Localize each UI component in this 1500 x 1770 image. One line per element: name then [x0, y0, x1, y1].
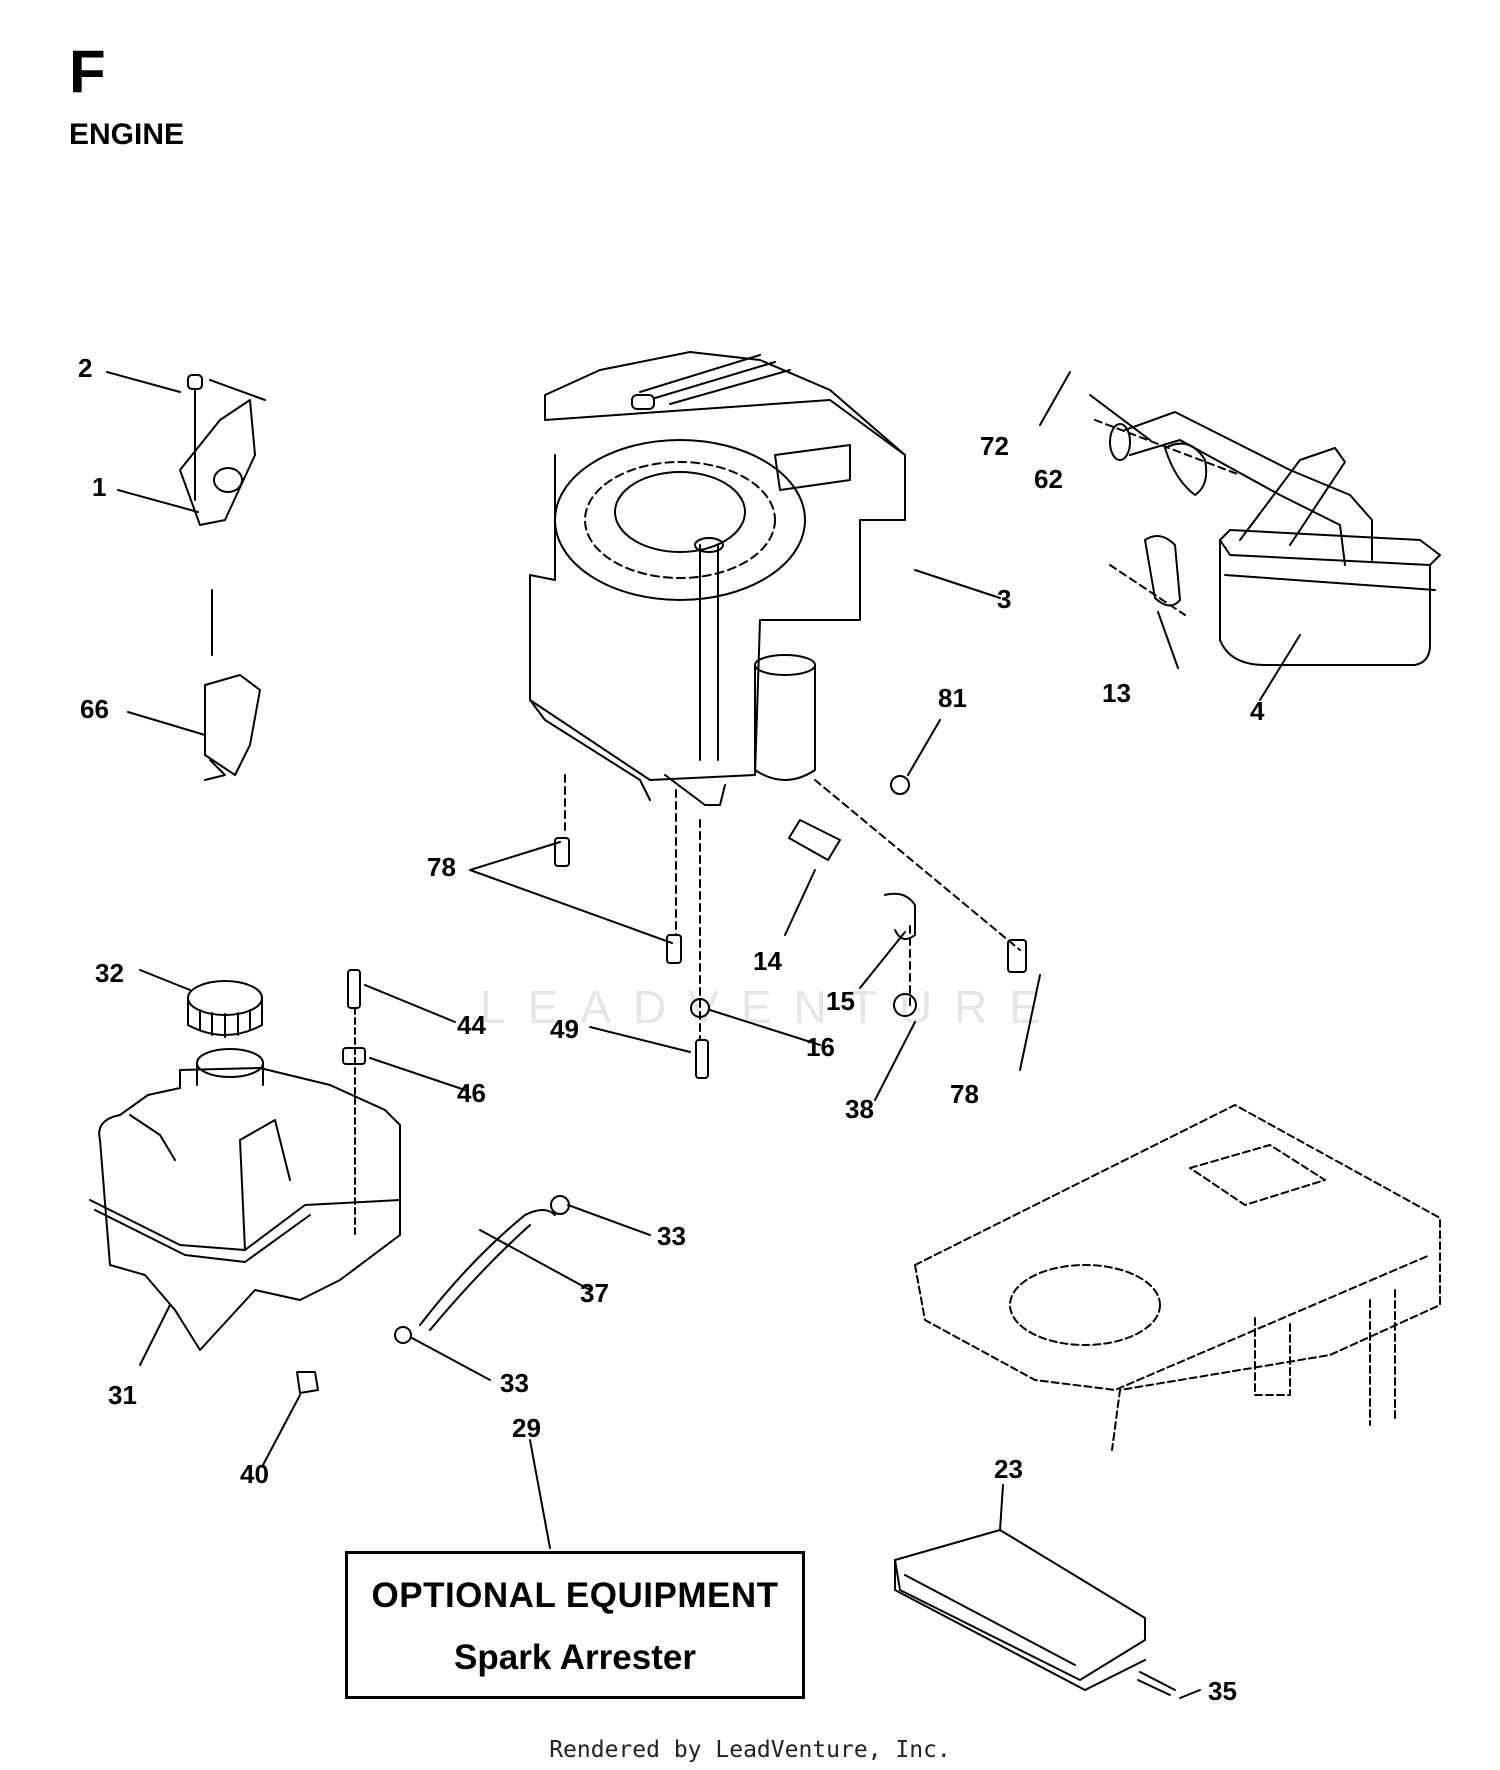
callout-13: 13	[1102, 678, 1131, 708]
callout-labels: 2 1 66 3 72 62 13 4 81 78 14 15 49 16 38…	[78, 353, 1265, 1706]
callout-46: 46	[457, 1078, 486, 1108]
callout-29: 29	[512, 1413, 541, 1443]
callout-44: 44	[457, 1010, 486, 1040]
gasket-part[interactable]	[1144, 442, 1208, 607]
leader-lines	[106, 371, 1301, 1699]
callout-49: 49	[550, 1014, 579, 1044]
callout-66: 66	[80, 694, 109, 724]
section-letter: F	[69, 38, 106, 105]
callout-40: 40	[240, 1459, 269, 1489]
callout-31: 31	[108, 1380, 137, 1410]
callout-1: 1	[92, 472, 106, 502]
callout-23: 23	[994, 1454, 1023, 1484]
frame-plate-part[interactable]	[914, 1104, 1441, 1451]
muffler-part[interactable]	[1109, 411, 1441, 666]
callout-35: 35	[1208, 1676, 1237, 1706]
callout-38: 38	[845, 1094, 874, 1124]
spark-arrester-part[interactable]	[894, 1529, 1146, 1691]
footer-credit: Rendered by LeadVenture, Inc.	[549, 1737, 951, 1763]
watermark-text: LEADVENTURE	[480, 981, 1062, 1033]
callout-62: 62	[1034, 464, 1063, 494]
callout-4: 4	[1250, 696, 1265, 726]
callout-33-top: 33	[657, 1221, 686, 1251]
callout-16: 16	[806, 1032, 835, 1062]
fuel-cap-part[interactable]	[187, 980, 263, 1038]
optional-equipment-item: Spark Arrester	[454, 1638, 696, 1677]
callout-3: 3	[997, 584, 1011, 614]
section-title: ENGINE	[69, 118, 185, 151]
fuel-tank-part[interactable]	[89, 1048, 401, 1351]
optional-equipment-heading: OPTIONAL EQUIPMENT	[371, 1576, 779, 1615]
callout-15: 15	[826, 986, 855, 1016]
callout-14: 14	[753, 946, 782, 976]
callout-2: 2	[78, 353, 92, 383]
callout-78-right: 78	[950, 1079, 979, 1109]
callout-78-left: 78	[427, 852, 456, 882]
assembly-lines	[564, 419, 1241, 1041]
callout-37: 37	[580, 1278, 609, 1308]
callout-72: 72	[980, 431, 1009, 461]
callout-33-bottom: 33	[500, 1368, 529, 1398]
engine-part[interactable]	[529, 351, 906, 806]
callout-32: 32	[95, 958, 124, 988]
hardware-parts[interactable]	[179, 374, 1176, 1696]
callout-81: 81	[938, 683, 967, 713]
optional-equipment-box: OPTIONAL EQUIPMENT Spark Arrester	[345, 1551, 805, 1699]
